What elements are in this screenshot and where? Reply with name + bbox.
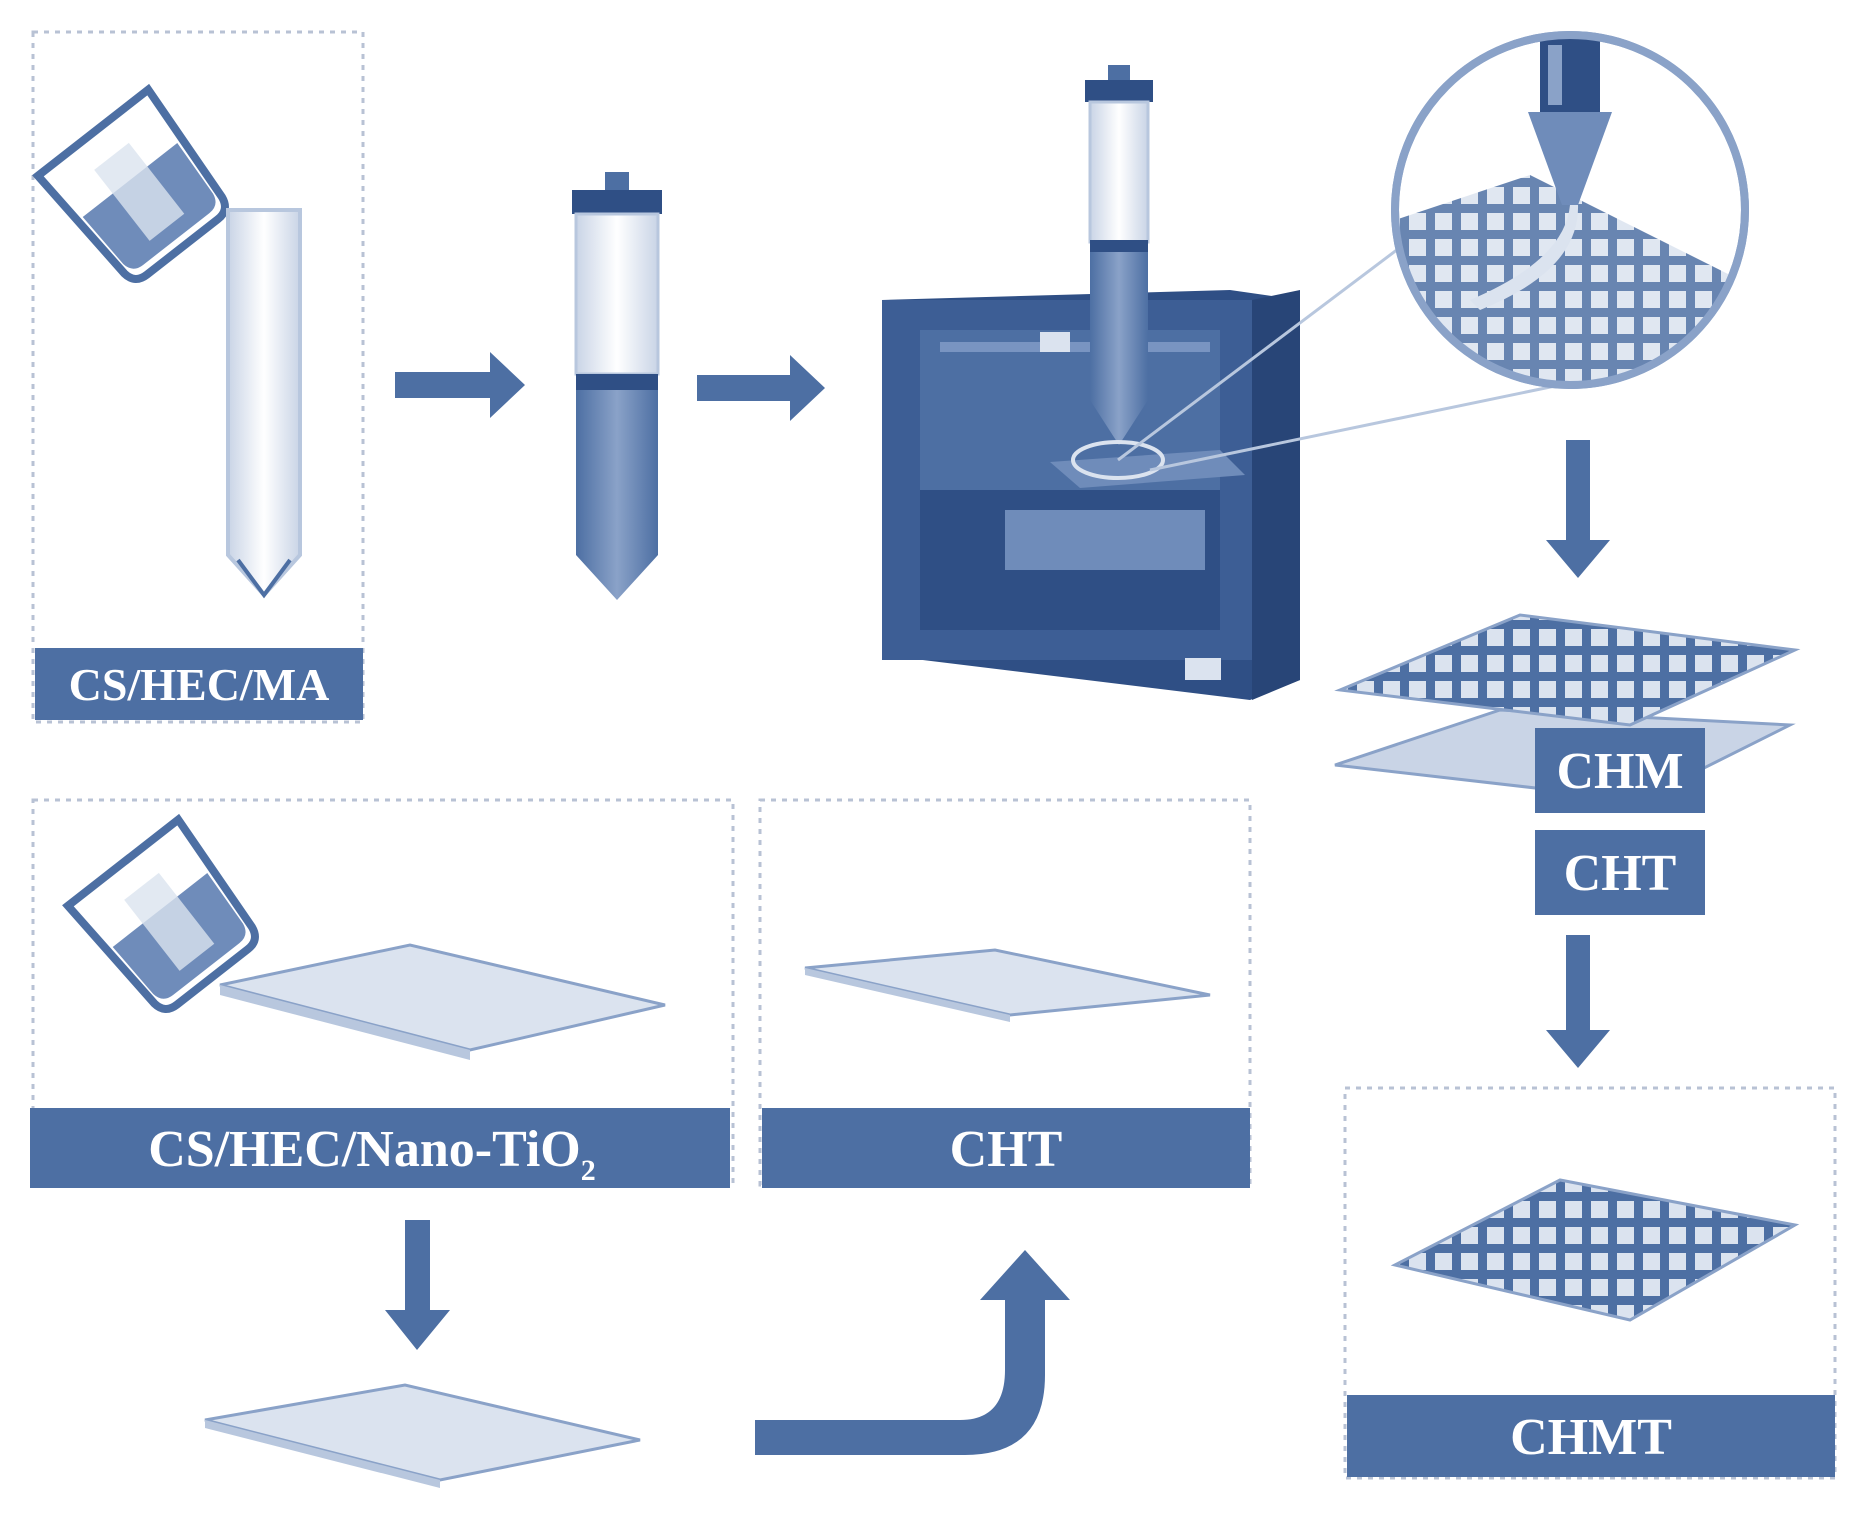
panel-border — [1343, 1086, 1837, 1480]
label-chm: CHM — [1556, 743, 1683, 800]
arrow-down-2 — [1546, 935, 1610, 1068]
panel-cht: CHT — [758, 798, 1252, 1188]
layer-stack: CHM CHT — [1334, 613, 1801, 915]
arrow-down-3 — [385, 1220, 450, 1350]
label-cht-panel: CHT — [950, 1121, 1063, 1178]
arrow-right-1 — [395, 352, 525, 418]
film-plate-dried-icon — [204, 1383, 641, 1488]
panel-chmt: CHMT — [1343, 1086, 1837, 1480]
panel-cs-hec-ma: CS/HEC/MA — [31, 30, 365, 724]
label-cs-hec-ma: CS/HEC/MA — [69, 659, 330, 710]
panel-border — [758, 798, 1252, 1187]
zoom-circle-printing-detail — [1391, 31, 1749, 389]
3d-printer-icon — [882, 65, 1561, 700]
label-bar-chmt — [1347, 1395, 1835, 1477]
film-plate-icon — [219, 943, 666, 1060]
beaker-icon — [62, 813, 259, 1013]
label-bar-cs-hec-nano-tio2 — [30, 1108, 730, 1188]
label-cht-stack: CHT — [1564, 845, 1677, 902]
arrow-down-1 — [1546, 440, 1610, 578]
panel-cs-hec-nano-tio2: CS/HEC/Nano-TiO2 — [30, 798, 735, 1188]
label-cs-hec-nano-tio2: CS/HEC/Nano-TiO2 — [148, 1121, 595, 1187]
label-bar-cht-panel — [762, 1108, 1250, 1188]
label-bar-chm — [1535, 728, 1705, 813]
label-cs-hec-nano-tio2-sub: 2 — [581, 1154, 596, 1187]
label-bar-cs-hec-ma — [35, 648, 363, 720]
label-bar-cht-stack — [1535, 830, 1705, 915]
beaker-icon — [32, 83, 229, 283]
label-cs-hec-nano-tio2-main: CS/HEC/Nano-TiO — [148, 1121, 580, 1178]
label-chmt: CHMT — [1510, 1409, 1672, 1466]
film-plate-icon — [804, 948, 1211, 1022]
panel-border — [31, 30, 365, 724]
test-tube-icon — [226, 208, 302, 599]
syringe-filled-icon — [572, 172, 662, 600]
arrow-right-2 — [697, 355, 825, 421]
arrow-curved-up — [755, 1250, 1070, 1455]
